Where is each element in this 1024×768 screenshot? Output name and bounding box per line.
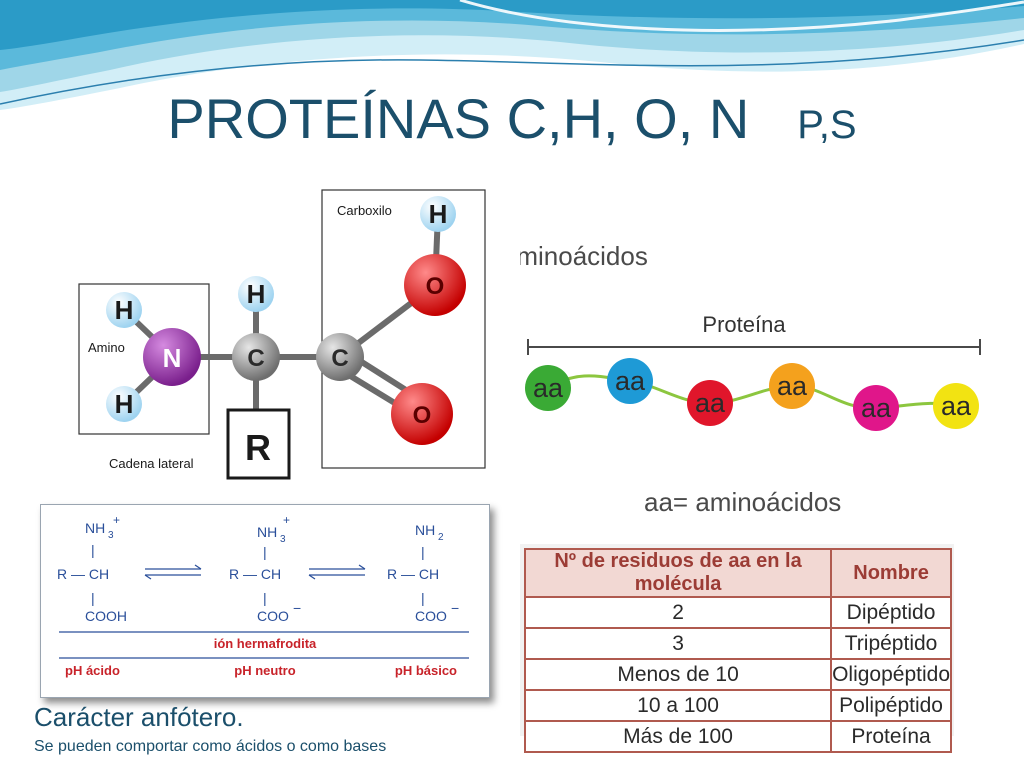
cooh-left: COOH	[85, 608, 127, 624]
label-amino: Amino	[88, 340, 125, 355]
atom-label-c: C	[331, 345, 348, 372]
carboxyl-group-box	[321, 189, 486, 469]
svg-text:3: 3	[108, 530, 114, 541]
amino-acid-structure: H O O C C H N H H R Carboxilo Amino Cade…	[64, 178, 504, 490]
atom-label-c: C	[247, 345, 264, 372]
svg-text:|: |	[91, 542, 95, 558]
amino-acid-beads: aa aa aa aa aa aa	[525, 358, 979, 431]
hydrogen-atom-amino-bottom	[106, 386, 142, 422]
atom-label-h: H	[429, 199, 448, 229]
amino-acid-bead-label: aa	[695, 388, 726, 418]
residues-table: Nº de residuos de aa en la molécula Nomb…	[523, 548, 952, 753]
atom-label-o: O	[413, 402, 432, 429]
aminoacidos-heading: Aminoácidos	[520, 241, 648, 271]
ph-basico-label: pH básico	[395, 663, 457, 678]
table-cell: Menos de 10	[523, 658, 833, 691]
label-cadena-lateral: Cadena lateral	[109, 456, 194, 471]
atom-label-h: H	[115, 295, 134, 325]
atom-label-o: O	[426, 273, 445, 300]
ph-acido-label: pH ácido	[65, 663, 120, 678]
ph-neutro-label: pH neutro	[234, 663, 295, 678]
coo-right: COO	[415, 608, 447, 624]
oxygen-atom-carbonyl	[391, 383, 453, 445]
residues-table-panel: Nº de residuos de aa en la molécula Nomb…	[520, 544, 954, 753]
table-cell: 10 a 100	[523, 689, 833, 722]
aa-legend: aa= aminoácidos	[644, 487, 841, 517]
rch-middle: R — CH	[229, 566, 281, 582]
svg-text:+: +	[113, 513, 120, 527]
amino-acid-bead	[933, 383, 979, 429]
nh3-left: NH	[85, 520, 105, 536]
amino-acid-bead	[687, 380, 733, 426]
amino-acid-bead-label: aa	[777, 371, 808, 401]
equilibrium-arrows	[144, 564, 366, 580]
hydrogen-atom-amino-top	[106, 292, 142, 328]
table-cell: Tripéptido	[830, 627, 952, 660]
rch-right: R — CH	[387, 566, 439, 582]
hydrogen-atom-carboxyl	[420, 196, 456, 232]
svg-text:|: |	[421, 544, 425, 560]
table-cell: 2	[523, 596, 833, 629]
protein-chain-diagram: Aminoácidos Proteína aa aa aa aa aa aa aa= am…	[520, 241, 981, 517]
svg-text:3: 3	[280, 534, 286, 545]
table-cell: Proteína	[830, 720, 952, 753]
protein-label: Proteína	[702, 312, 786, 337]
amino-acid-bead-label: aa	[861, 393, 892, 423]
svg-text:|: |	[421, 590, 425, 606]
table-header-residues: Nº de residuos de aa en la molécula	[523, 548, 833, 598]
table-cell: Polipéptido	[830, 689, 952, 722]
atom-label-n: N	[163, 343, 182, 373]
table-cell: 3	[523, 627, 833, 660]
slide-title: PROTEÍNAS C,H, O, N P,S	[0, 86, 1024, 151]
svg-text:2: 2	[438, 532, 444, 543]
oxygen-atom-hydroxyl	[404, 254, 466, 316]
title-main: PROTEÍNAS C,H, O, N	[167, 87, 750, 150]
table-header-name: Nombre	[830, 548, 952, 598]
table-cell: Oligopéptido	[830, 658, 952, 691]
svg-text:|: |	[263, 544, 267, 560]
table-header-row: Nº de residuos de aa en la molécula Nomb…	[523, 548, 952, 598]
rch-left: R — CH	[57, 566, 109, 582]
amino-acid-bead	[769, 363, 815, 409]
label-carboxilo: Carboxilo	[337, 203, 392, 218]
amino-acid-bead	[525, 365, 571, 411]
nitrogen-atom	[143, 328, 201, 386]
svg-text:−: −	[293, 600, 301, 616]
svg-text:|: |	[263, 590, 267, 606]
amino-acid-bead-label: aa	[941, 391, 972, 421]
side-chain-r-box	[226, 408, 291, 480]
nh3-middle: NH	[257, 524, 277, 540]
table-cell: Más de 100	[523, 720, 833, 753]
acid-base-equilibrium: NH 3 + | R — CH | COOH NH 3 + | R — CH |…	[40, 504, 490, 698]
title-sub: P,S	[797, 103, 857, 147]
amino-acid-bead	[853, 385, 899, 431]
svg-text:|: |	[91, 590, 95, 606]
amino-acid-bead	[607, 358, 653, 404]
amino-acid-bead-label: aa	[615, 366, 646, 396]
table-cell: Dipéptido	[830, 596, 952, 629]
nh2-right: NH	[415, 522, 435, 538]
amino-acid-bead-label: aa	[533, 373, 564, 403]
atom-label-h: H	[115, 389, 134, 419]
carbon-atom-carboxyl	[316, 333, 364, 381]
atom-label-r: R	[245, 427, 271, 468]
carbon-atom-alpha	[232, 333, 280, 381]
ion-hermafrodita-label: ión hermafrodita	[214, 636, 317, 651]
hydrogen-atom-alpha	[238, 276, 274, 312]
svg-text:+: +	[283, 513, 290, 527]
atom-label-h: H	[247, 279, 266, 309]
footer-title: Carácter anfótero.	[34, 702, 244, 732]
svg-text:−: −	[451, 600, 459, 616]
footer-subtitle: Se pueden comportar como ácidos o como b…	[34, 738, 387, 755]
coo-middle: COO	[257, 608, 289, 624]
